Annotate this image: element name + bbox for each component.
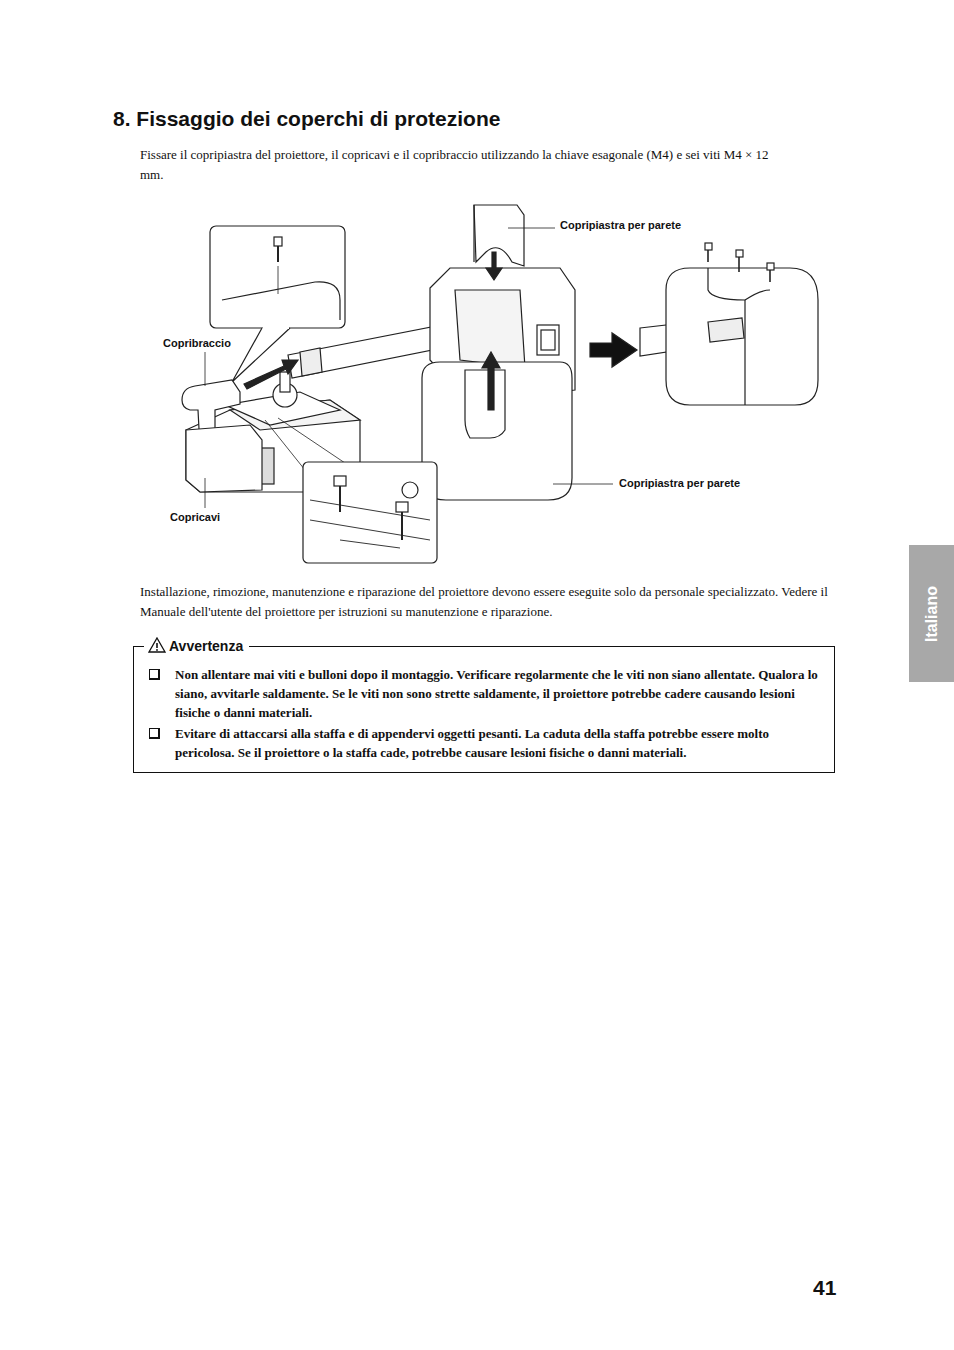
part-label: Copricavi [168, 511, 222, 523]
body-text: Installazione, rimozione, manutenzione e… [140, 582, 845, 622]
part-label: Copribraccio [161, 337, 233, 349]
warning-box: AvvertenzaNon allentare mai viti e bullo… [133, 646, 835, 773]
warning-title: Avvertenza [169, 638, 243, 654]
tab-text: Italiano [923, 585, 941, 641]
warning-icon [148, 637, 166, 653]
bullet-box [149, 669, 160, 680]
intro-text: Fissare il copripiastra del proiettore, … [140, 145, 790, 185]
part-label: Copripiastra per parete [617, 477, 742, 489]
section-title: 8. Fissaggio dei coperchi di protezione [113, 107, 500, 131]
warning-text: Non allentare mai viti e bulloni dopo il… [175, 667, 818, 720]
bullet-box [149, 728, 160, 739]
warning-text: Evitare di attaccarsi alla staffa e di a… [175, 726, 769, 760]
part-label: Copripiastra per parete [558, 219, 683, 231]
warning-heading: Avvertenza [144, 637, 249, 654]
warning-item: Evitare di attaccarsi alla staffa e di a… [146, 724, 820, 762]
page-number: 41 [813, 1276, 836, 1300]
language-tab: Italiano [909, 545, 954, 682]
warning-item: Non allentare mai viti e bulloni dopo il… [146, 665, 820, 722]
